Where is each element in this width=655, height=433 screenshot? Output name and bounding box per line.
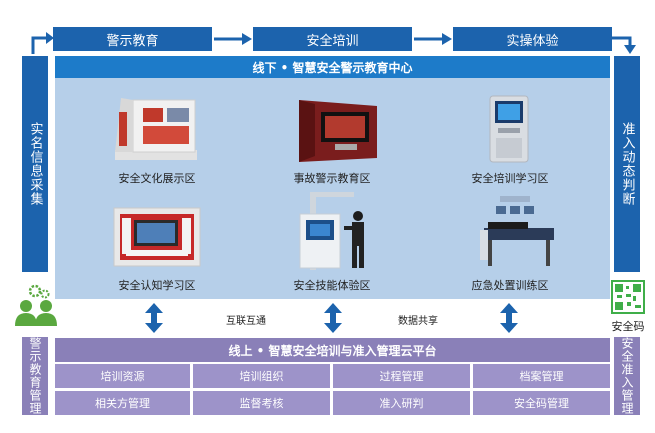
data-share-label: 数据共享 [398,316,438,327]
arrow-right-icon [214,33,252,45]
stage-warning-education: 警示教育 [53,27,212,51]
module-training-resources: 培训资源 [55,364,190,388]
online-platform-title: 线上 • 智慧安全培训与准入管理云平台 [55,338,610,362]
module-access-evaluation: 准入研判 [333,391,470,415]
module-supervision-assessment: 监督考核 [193,391,330,415]
interconnect-label: 互联互通 [226,316,266,327]
study-kiosk-icon [489,95,529,163]
offline-center-title: 线下 • 智慧安全警示教育中心 [55,56,610,78]
zone-label: 安全文化展示区 [118,172,196,185]
qr-code-icon [611,280,645,314]
stage-practical-experience: 实操体验 [453,27,612,51]
accident-screen-booth-icon [299,100,377,162]
stage-safety-training: 安全培训 [253,27,412,51]
elbow-arrow-in-icon [31,32,54,54]
access-dynamic-judgement-panel: 准入动态判断 [614,56,640,272]
real-name-info-panel: 实名信息采集 [22,56,48,272]
double-arrow-icon [500,303,518,333]
emergency-training-bed-icon [480,196,554,266]
module-related-party-management: 相关方管理 [55,391,190,415]
safety-access-management-panel: 安全准入管理 [614,337,640,415]
elbow-arrow-out-icon [612,36,636,54]
zone-label: 应急处置训练区 [471,279,549,292]
culture-display-wall-icon [115,98,197,160]
zone-label: 安全认知学习区 [118,279,196,292]
module-archive-management: 档案管理 [473,364,610,388]
safety-code-label: 安全码 [611,320,645,333]
module-safety-code-management: 安全码管理 [473,391,610,415]
warning-education-management-panel: 警示教育管理 [22,337,48,415]
zone-label: 安全技能体验区 [293,279,371,292]
module-training-organization: 培训组织 [193,364,330,388]
vr-experience-icon [299,192,364,270]
people-gears-icon [15,284,57,326]
double-arrow-icon [324,303,342,333]
double-arrow-icon [145,303,163,333]
zone-label: 安全培训学习区 [471,172,549,185]
zone-label: 事故警示教育区 [293,172,371,185]
arrow-right-icon [414,33,452,45]
module-process-management: 过程管理 [333,364,470,388]
cognition-wall-icon [113,207,201,267]
